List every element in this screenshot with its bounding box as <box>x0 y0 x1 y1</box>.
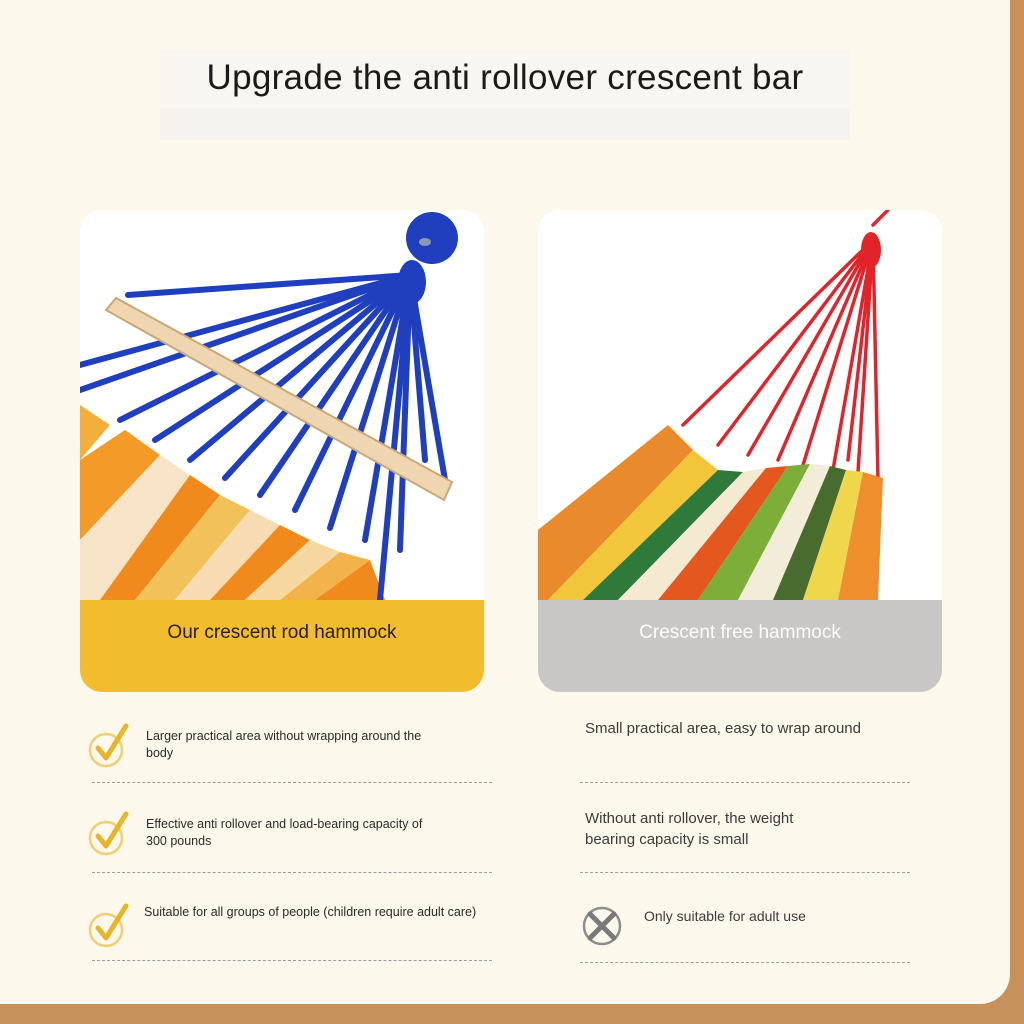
feature-item: Suitable for all groups of people (child… <box>88 898 498 963</box>
title-banner: Upgrade the anti rollover crescent bar <box>160 50 850 140</box>
check-icon <box>88 811 129 856</box>
caption-text: Our crescent rod hammock <box>167 622 397 643</box>
divider <box>92 960 492 961</box>
feature-item: Larger practical area without wrapping a… <box>88 722 498 787</box>
caption-bar: Our crescent rod hammock <box>80 600 484 692</box>
check-icon <box>88 723 129 768</box>
feature-item: Effective anti rollover and load-bearing… <box>88 810 498 875</box>
divider <box>92 872 492 873</box>
divider <box>580 782 910 783</box>
crescent-rod-hammock-photo <box>80 210 484 600</box>
caption-bar: Crescent free hammock <box>538 600 942 692</box>
feature-text: Without anti rollover, the weight bearin… <box>585 810 794 848</box>
comparison-panel: Upgrade the anti rollover crescent bar <box>0 0 1010 1004</box>
feature-text: Only suitable for adult use <box>644 908 806 924</box>
cross-icon <box>582 906 622 946</box>
caption-text: Crescent free hammock <box>639 622 841 643</box>
divider <box>92 782 492 783</box>
feature-text: Effective anti rollover and load-bearing… <box>146 817 423 848</box>
feature-text: Suitable for all groups of people (child… <box>144 905 477 919</box>
crescent-free-hammock-photo <box>538 210 942 600</box>
divider <box>580 872 910 873</box>
crescent-rod-hammock-card: Our crescent rod hammock <box>80 210 484 692</box>
page-title: Upgrade the anti rollover crescent bar <box>206 58 804 97</box>
check-icon <box>88 903 129 948</box>
divider <box>580 962 910 963</box>
feature-item: Small practical area, easy to wrap aroun… <box>580 716 920 786</box>
feature-text: Larger practical area without wrapping a… <box>146 729 422 760</box>
feature-item: Only suitable for adult use <box>580 900 920 966</box>
feature-text: Small practical area, easy to wrap aroun… <box>585 720 861 737</box>
crescent-free-hammock-card: Crescent free hammock <box>538 210 942 692</box>
feature-item: Without anti rollover, the weight bearin… <box>580 806 920 876</box>
